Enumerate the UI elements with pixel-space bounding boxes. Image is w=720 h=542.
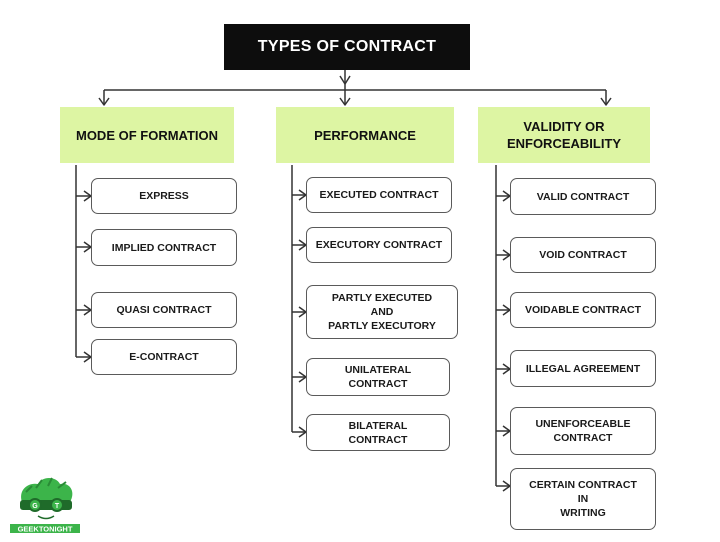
category-mode-of-formation: MODE OF FORMATION: [60, 107, 234, 163]
diagram-title: TYPES OF CONTRACT: [224, 24, 470, 70]
item-unenforceable-contract: UNENFORCEABLE CONTRACT: [510, 407, 656, 455]
category-performance: PERFORMANCE: [276, 107, 454, 163]
svg-text:G: G: [32, 503, 38, 510]
item-voidable-contract: VOIDABLE CONTRACT: [510, 292, 656, 328]
item-executed-contract: EXECUTED CONTRACT: [306, 177, 452, 213]
svg-text:T: T: [55, 503, 60, 510]
geektonight-logo: G T GEEKTONIGHT: [10, 477, 80, 534]
item-quasi-contract: QUASI CONTRACT: [91, 292, 237, 328]
item-partly-executed-and-partly-executory: PARTLY EXECUTED AND PARTLY EXECUTORY: [306, 285, 458, 339]
item-e-contract: E-CONTRACT: [91, 339, 237, 375]
item-implied-contract: IMPLIED CONTRACT: [91, 229, 237, 266]
item-executory-contract: EXECUTORY CONTRACT: [306, 227, 452, 263]
item-valid-contract: VALID CONTRACT: [510, 178, 656, 215]
item-certain-contract-in-writing: CERTAIN CONTRACT IN WRITING: [510, 468, 656, 530]
category-validity-or-enforceability: VALIDITY OR ENFORCEABILITY: [478, 107, 650, 163]
item-void-contract: VOID CONTRACT: [510, 237, 656, 273]
item-unilateral-contract: UNILATERAL CONTRACT: [306, 358, 450, 396]
item-express: EXPRESS: [91, 178, 237, 214]
svg-text:GEEKTONIGHT: GEEKTONIGHT: [18, 525, 73, 534]
item-bilateral-contract: BILATERAL CONTRACT: [306, 414, 450, 451]
item-illegal-agreement: ILLEGAL AGREEMENT: [510, 350, 656, 387]
